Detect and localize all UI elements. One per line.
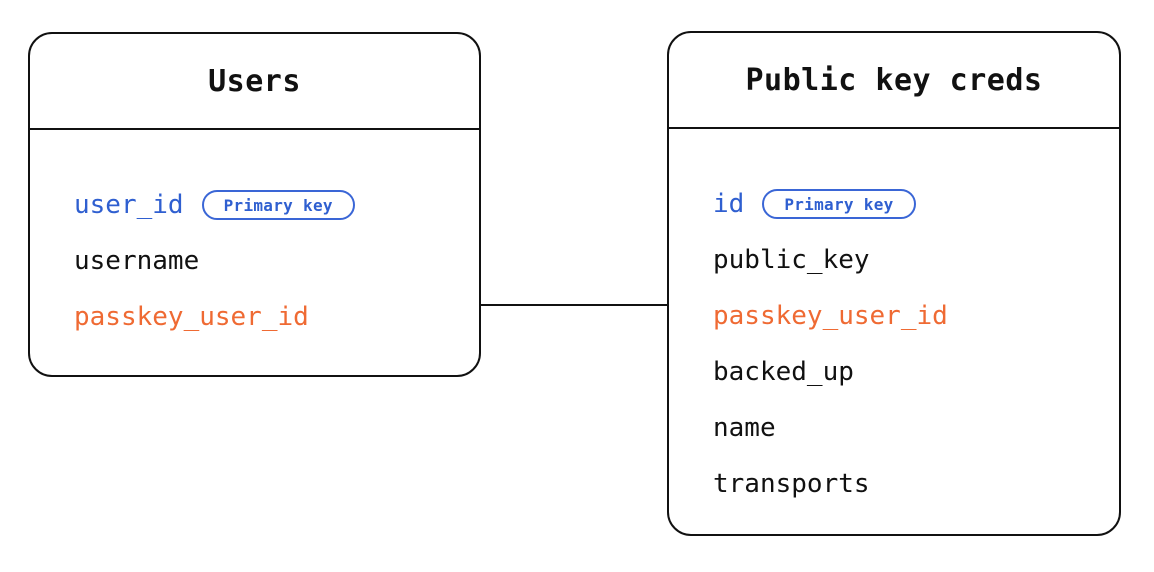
field-row[interactable]: id Primary key bbox=[713, 176, 1119, 232]
entity-users-header-divider bbox=[30, 128, 479, 130]
entity-users[interactable]: Users user_id Primary key username passk… bbox=[28, 32, 481, 377]
primary-key-badge: Primary key bbox=[201, 190, 355, 220]
field-name-backed-up: backed_up bbox=[713, 357, 854, 387]
entity-public-key-creds-title: Public key creds bbox=[745, 62, 1043, 98]
field-name-passkey-user-id: passkey_user_id bbox=[74, 302, 309, 332]
field-row[interactable]: name bbox=[713, 400, 1119, 456]
field-row[interactable]: user_id Primary key bbox=[74, 177, 479, 233]
field-name-name: name bbox=[713, 413, 776, 443]
entity-users-title: Users bbox=[208, 63, 301, 99]
field-row[interactable]: transports bbox=[713, 456, 1119, 512]
entity-users-field-list: user_id Primary key username passkey_use… bbox=[30, 130, 479, 375]
relationship-connector-passkey-user-id bbox=[480, 304, 668, 306]
entity-public-key-creds[interactable]: Public key creds id Primary key public_k… bbox=[667, 31, 1121, 536]
field-name-public-key: public_key bbox=[713, 245, 870, 275]
field-row[interactable]: passkey_user_id bbox=[74, 289, 479, 345]
field-name-username: username bbox=[74, 246, 200, 276]
field-name-passkey-user-id: passkey_user_id bbox=[713, 301, 948, 331]
field-row[interactable]: public_key bbox=[713, 232, 1119, 288]
field-name-transports: transports bbox=[713, 469, 870, 499]
field-row[interactable]: passkey_user_id bbox=[713, 288, 1119, 344]
field-name-user-id: user_id bbox=[74, 190, 184, 220]
primary-key-badge: Primary key bbox=[762, 189, 916, 219]
field-row[interactable]: username bbox=[74, 233, 479, 289]
field-name-id: id bbox=[713, 189, 745, 219]
entity-public-key-creds-header-divider bbox=[669, 127, 1119, 129]
entity-public-key-creds-field-list: id Primary key public_key passkey_user_i… bbox=[669, 129, 1119, 534]
field-row[interactable]: backed_up bbox=[713, 344, 1119, 400]
